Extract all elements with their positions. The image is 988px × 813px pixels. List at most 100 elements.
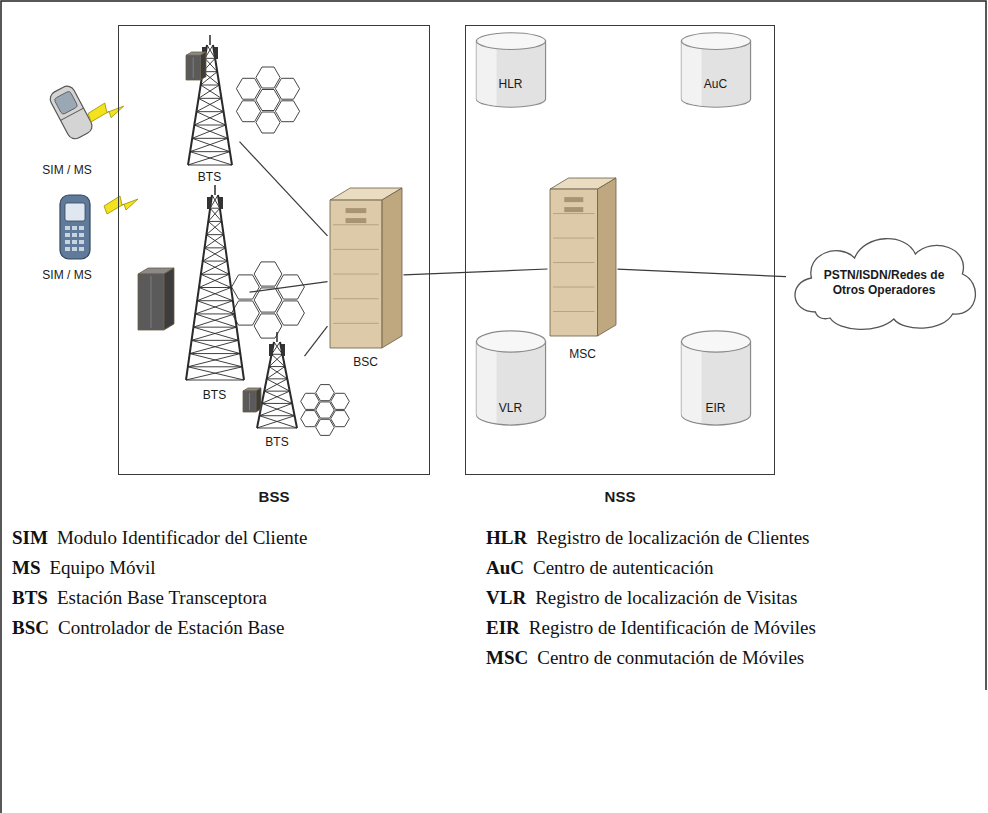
element-label: HLR [498, 77, 522, 92]
illustration-stroke [203, 261, 229, 274]
element-label: BTS [265, 435, 288, 450]
antenna-panel [281, 344, 285, 356]
cell-hexagon [316, 385, 335, 401]
cell-hexagon [331, 393, 350, 409]
illustration-stroke [197, 301, 235, 314]
illustration-stroke [205, 247, 226, 248]
illustration-stroke [203, 248, 226, 261]
link-line [250, 282, 328, 293]
illustration-stroke [214, 185, 216, 195]
illustration-stroke [188, 165, 232, 166]
equipment-cabinet-front [243, 391, 256, 412]
cell-hexagon [256, 112, 280, 133]
element-label: BTS [203, 388, 226, 403]
cylinder-outline [680, 32, 752, 108]
illustration-stroke [206, 234, 223, 235]
cell-hexagons [301, 385, 350, 436]
abbreviation-meaning: Equipo Móvil [50, 557, 156, 579]
element-label: AuC [704, 77, 727, 92]
illustration-stroke [553, 311, 595, 312]
element-label: BSC [353, 355, 378, 370]
illustration-stroke [186, 380, 244, 381]
illustration-stroke [208, 221, 221, 222]
abbreviation-meaning: Modulo Identificador del Cliente [57, 527, 308, 549]
cylinder-shine [681, 41, 701, 106]
phone-key [65, 247, 70, 251]
illustration-stroke [209, 35, 211, 45]
cell-hexagon [301, 411, 320, 427]
server-icon-side [598, 178, 616, 336]
cell-hexagon [301, 393, 320, 409]
illustration-stroke [193, 57, 194, 78]
abbreviation: VLR [486, 587, 526, 609]
cylinder-shine [476, 41, 496, 106]
illustration-stroke [262, 403, 295, 415]
antenna-panel [207, 197, 211, 209]
illustration-stroke [201, 274, 231, 287]
equipment-cabinet [243, 388, 261, 412]
flip-phone-icon [47, 83, 94, 141]
server-icon-side [382, 188, 402, 348]
cell-hexagon [316, 419, 335, 435]
cloud-shape [795, 239, 975, 330]
illustration-stroke [192, 125, 225, 138]
server-icon [550, 178, 616, 336]
illustration-stroke [333, 323, 379, 324]
abbreviation-meaning: Registro de localización de Visitas [535, 587, 797, 609]
phone-key [79, 247, 84, 251]
illustration-stroke [269, 366, 285, 367]
wireless-bolt [104, 196, 138, 214]
illustration-stroke [194, 112, 223, 125]
abbreviation: BSC [12, 617, 49, 639]
illustration-stroke [267, 378, 288, 379]
subsystem-heading: NSS [466, 488, 774, 506]
illustration-stroke [190, 138, 228, 151]
subsystem-heading: BSS [119, 488, 429, 506]
phone-screen [65, 203, 85, 221]
server-slot [346, 218, 367, 223]
equipment-cabinet-side [200, 52, 206, 80]
tower-icon [257, 332, 297, 428]
equipment-cabinet [186, 52, 206, 80]
illustration-stroke [210, 208, 220, 209]
illustration-stroke [197, 288, 231, 301]
cell-hexagons [236, 67, 299, 133]
illustration-stroke [205, 58, 215, 59]
server-slot [564, 197, 583, 202]
antenna-panel [214, 47, 218, 59]
illustration-stroke [193, 327, 238, 340]
phone-key [72, 247, 77, 251]
illustration-stroke [257, 342, 274, 428]
equipment-node: SIM / MS [22, 80, 112, 180]
link-line [618, 269, 787, 277]
tower-icon [186, 185, 244, 380]
illustration-stroke [192, 340, 241, 353]
abbreviation-meaning: Centro de conmutación de Móviles [537, 647, 804, 669]
illustration-stroke [190, 354, 242, 367]
illustration-stroke [257, 428, 297, 429]
illustration-stroke [272, 354, 285, 366]
illustration-stroke [259, 416, 297, 428]
cylinder-top [476, 330, 545, 351]
cylinder-shine [476, 341, 496, 423]
illustration-stroke [192, 327, 237, 340]
cylinder-top [476, 32, 545, 49]
illustration-stroke [188, 354, 240, 367]
network-label: PSTN/ISDN/Redes de Otros Operadores [809, 268, 959, 298]
equipment-cabinet-front [186, 55, 200, 80]
cell-hexagon [275, 101, 299, 122]
illustration-stroke [193, 314, 234, 327]
illustration-stroke [195, 313, 234, 314]
element-label: MSC [569, 347, 596, 362]
cylinder-top [681, 330, 750, 351]
database-cylinder: EIR [680, 330, 752, 426]
abbreviation: BTS [12, 587, 48, 609]
phone-body [60, 195, 90, 259]
illustration-stroke [188, 366, 242, 367]
cell-hexagon [232, 275, 260, 299]
element-label: BTS [198, 170, 221, 185]
phone-body [47, 83, 94, 141]
illustration-stroke [203, 261, 228, 262]
cell-hexagon [256, 90, 280, 111]
